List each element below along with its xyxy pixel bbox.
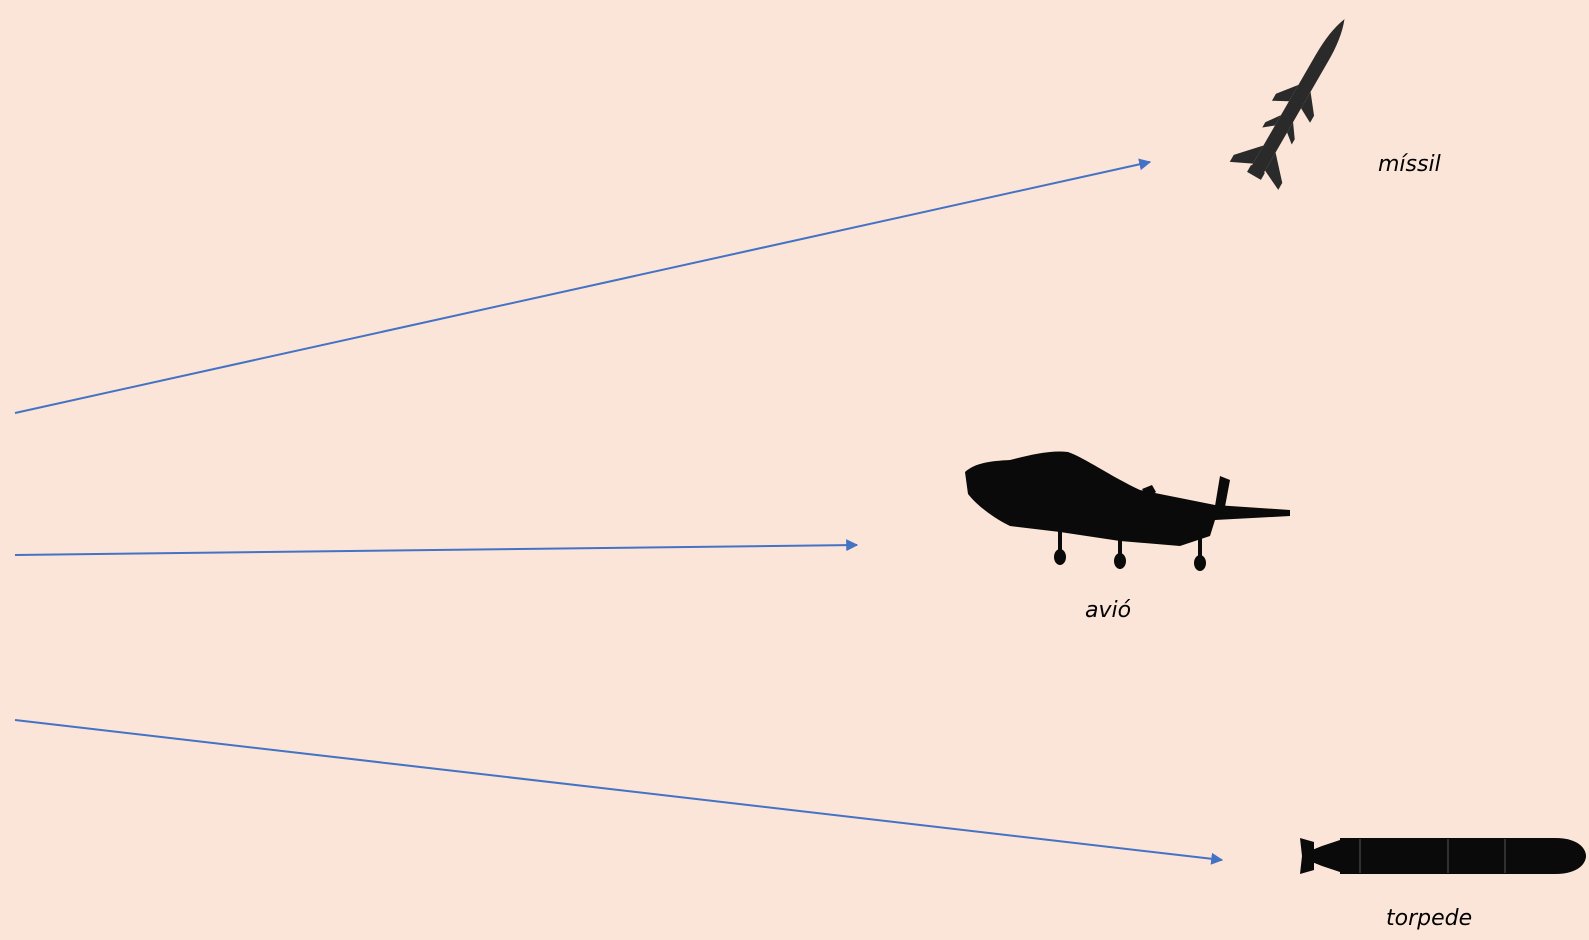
missile-icon [1229,19,1345,190]
arrow-to-plane [14,539,859,556]
torpedo-label: torpede [1386,906,1473,931]
arrow-to-missile [14,158,1152,414]
plane-icon [965,451,1290,571]
arrow-to-torpedo [14,719,1224,865]
missile-label: míssil [1378,152,1441,177]
plane-label: avió [1085,598,1132,623]
torpedo-icon [1300,838,1586,874]
